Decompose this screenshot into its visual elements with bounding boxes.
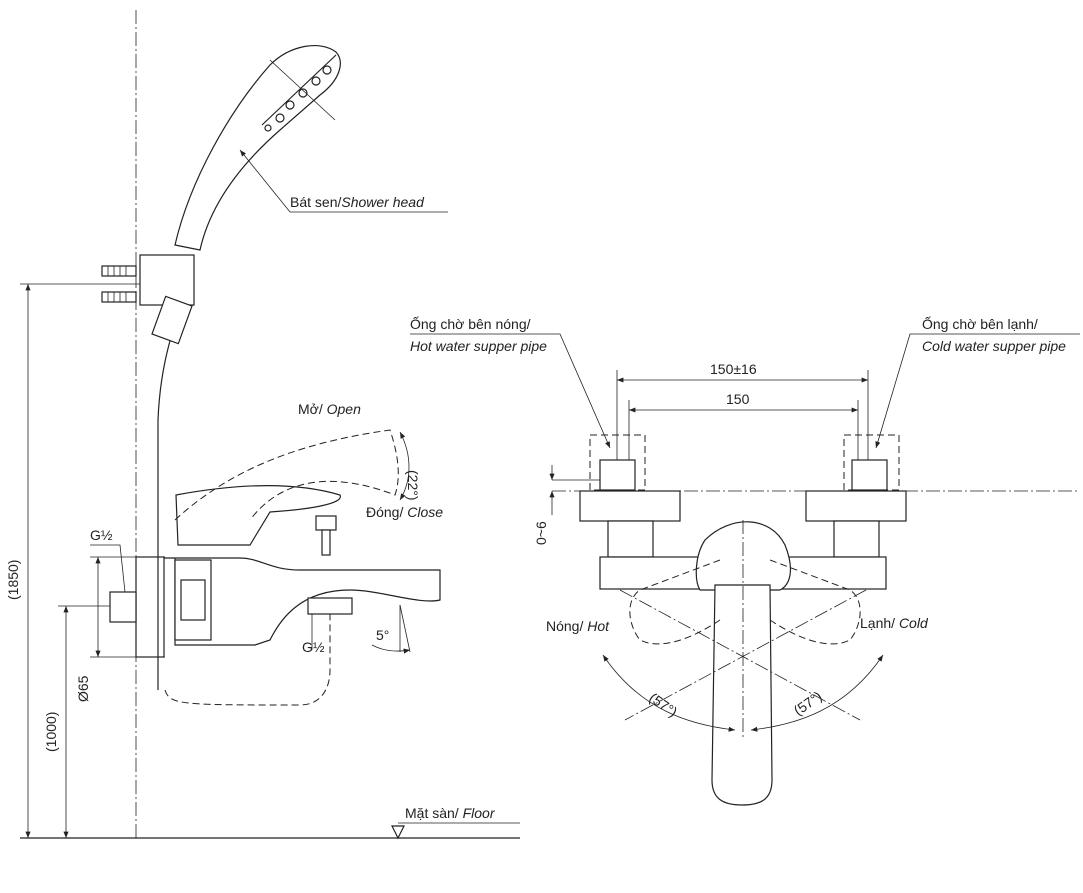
shower-nozzles — [264, 65, 332, 132]
rotate-cold-label: (57°) — [791, 688, 825, 719]
floor-marker — [391, 825, 405, 840]
hot-pipe-label-vi: Ống chờ bên nóng/ — [410, 315, 531, 332]
shower-handle — [174, 44, 341, 251]
cold-label: Lạnh/ Cold — [860, 615, 929, 631]
spout-outlet — [307, 597, 353, 615]
hose-hidden — [164, 610, 331, 706]
cold-pipe-label-vi: Ống chờ bên lạnh/ — [922, 315, 1038, 332]
diameter-label: Ø65 — [75, 675, 91, 702]
top-view: 150±16 150 0~6 — [410, 315, 1080, 806]
inlet-pipe — [109, 591, 137, 623]
lever-closed — [175, 484, 341, 546]
cold-pipe-leader — [875, 333, 1080, 449]
thread-wall-label: G½ — [90, 527, 113, 543]
rotate-cold-arc — [750, 654, 884, 732]
shower-head-label: Bát sen/Shower head — [290, 194, 425, 210]
open-label: Mở/ Open — [298, 401, 361, 417]
angle-22-arc — [399, 431, 410, 501]
mixer-body — [164, 557, 441, 646]
hot-pipe-leader — [410, 333, 611, 449]
diverter-knob — [315, 515, 337, 531]
mixer-nut-inner — [180, 579, 206, 621]
lever-center — [711, 584, 773, 806]
hot-pipe — [599, 459, 636, 491]
handle-angle-label: (22°) — [405, 470, 421, 501]
screws — [101, 265, 137, 303]
rotate-hot-arc — [602, 654, 736, 732]
height-total-label: (1850) — [5, 560, 21, 600]
floor-label: Mặt sàn/ Floor — [405, 805, 496, 821]
spacing-label: 150 — [726, 391, 750, 407]
shower-face — [261, 54, 337, 126]
shower-head-leader — [239, 149, 448, 213]
hot-pipe-label-en: Hot water supper pipe — [410, 338, 547, 354]
height-spout-label: (1000) — [43, 712, 59, 752]
hot-nut — [607, 520, 654, 558]
hot-label: Nóng/ Hot — [546, 618, 610, 634]
offset-label: 0~6 — [533, 521, 549, 545]
cold-pipe — [851, 459, 888, 491]
cold-pipe-label-en: Cold water supper pipe — [922, 338, 1066, 354]
wall-plate — [135, 556, 165, 658]
hot-cover-plate — [579, 490, 681, 522]
angle-5-line — [399, 604, 411, 653]
g-half-leader — [90, 544, 126, 593]
cold-cover-plate — [805, 490, 907, 522]
spout-angle-label: 5° — [376, 627, 389, 643]
cold-nut — [833, 520, 880, 558]
hose-connector — [151, 295, 193, 345]
side-view: Bát sen/Shower head Mở/ Open Đóng/ Close… — [5, 10, 520, 840]
lever-open — [174, 429, 399, 521]
shower-axis — [269, 59, 336, 121]
diverter-stem — [321, 529, 331, 556]
thread-outlet-label: G½ — [302, 639, 325, 655]
spacing-range-label: 150±16 — [710, 361, 757, 377]
angle-5-arc — [371, 644, 411, 654]
close-label: Đóng/ Close — [366, 504, 443, 520]
